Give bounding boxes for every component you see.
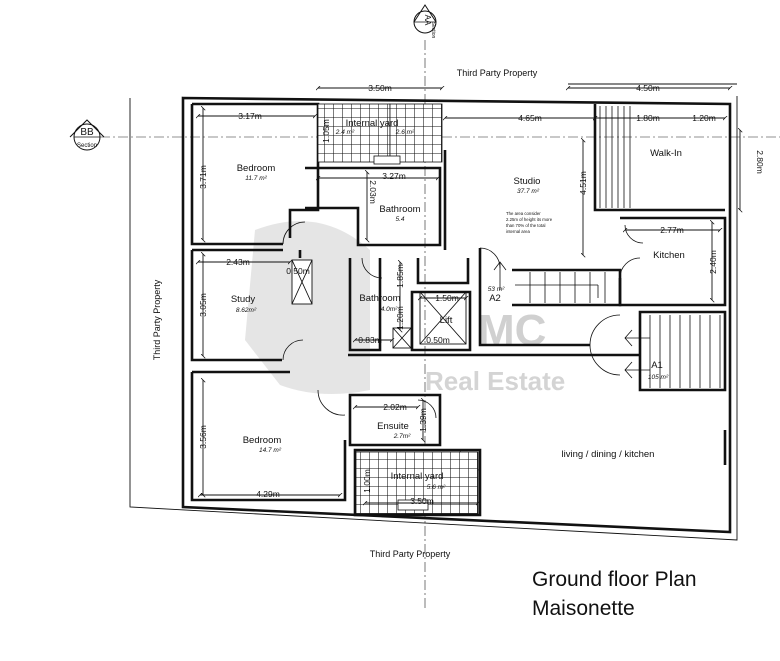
dim-label: 2.43m (226, 257, 250, 267)
room-lift-name: Lift (440, 315, 453, 326)
room-study-name: Study (231, 294, 256, 305)
dim-label: 4.50m (636, 83, 660, 93)
dim-label: 1.80m (636, 113, 660, 123)
room-bedroom-2-name: Bedroom (243, 435, 282, 446)
dim-label: 3.50m (368, 83, 392, 93)
dimension-labels: 3.50m 4.50m 3.17m 4.65m 1.80m 1.20m 2.80… (198, 83, 765, 506)
dim-label: 3.05m (198, 293, 208, 317)
section-aa-label: AA (423, 15, 432, 26)
stairs-walkin (599, 106, 631, 208)
site-boundary (129, 83, 738, 541)
dimension-lines (198, 88, 740, 503)
watermark-text: Real Estate (425, 366, 565, 396)
room-bedroom-1-name: Bedroom (237, 163, 276, 174)
room-walkin-name: Walk-In (650, 148, 682, 159)
dim-label: 1.39m (418, 408, 428, 432)
room-a1-area: 105 m² (648, 374, 669, 381)
dim-label: 1.50m (435, 293, 459, 303)
dim-label: 3.71m (198, 165, 208, 189)
plan-title: Ground floor Plan Maisonette (532, 565, 697, 623)
room-bathroom-2-name: Bathroom (359, 293, 400, 304)
room-studio-name: Studio (514, 176, 541, 187)
room-bathroom-1-area: 5.4 (395, 216, 404, 223)
dim-label: 3.27m (382, 171, 406, 181)
watermark-logo: MC Real Estate (245, 221, 565, 396)
dim-label: 3.56m (198, 425, 208, 449)
dim-label: 3.50m (410, 496, 434, 506)
room-internal-yard-1-area-a: 2.4 m² (335, 129, 355, 136)
plan-title-line-1: Ground floor Plan (532, 568, 697, 591)
dim-label: 2.77m (660, 225, 684, 235)
dim-label: 1.20m (692, 113, 716, 123)
section-marker-aa: AA Section (413, 4, 437, 39)
studio-note-line: than 70% of the total (506, 223, 545, 228)
dim-label: 0.50m (426, 335, 450, 345)
dim-label: 3.17m (238, 111, 262, 121)
service-shafts (291, 259, 467, 349)
room-a2-area: 53 m² (488, 286, 505, 293)
dim-label: 2.80m (755, 150, 765, 174)
room-internal-yard-2-name: Internal yard (391, 471, 444, 482)
studio-note-line: 2.25m of height its more (506, 217, 553, 222)
plan-title-line-2: Maisonette (532, 597, 635, 620)
third-party-left-label: Third Party Property (152, 279, 162, 360)
dim-label: 0.50m (286, 266, 310, 276)
internal-yard-1 (317, 103, 443, 165)
room-ensuite-name: Ensuite (377, 421, 409, 432)
room-study-area: 8.62m² (236, 307, 257, 314)
room-internal-yard-1-area-b: 2.6 m² (395, 129, 415, 136)
room-internal-yard-1-name: Internal yard (346, 118, 399, 129)
room-bedroom-1-area: 11.7 m² (245, 175, 267, 182)
room-a1-name: A1 (651, 360, 663, 371)
room-bathroom-2-area: 4.0m² (381, 306, 398, 313)
room-a2-name: A2 (489, 293, 501, 304)
room-studio-area: 37.7 m² (517, 188, 540, 195)
dim-label: 4.65m (518, 113, 542, 123)
dim-label: 2.40m (708, 250, 718, 274)
room-kitchen-name: Kitchen (653, 250, 685, 261)
section-marker-bb: BB Section (69, 119, 105, 151)
room-labels: Bedroom 11.7 m² Internal yard 2.4 m² 2.6… (231, 118, 685, 491)
room-internal-yard-2-area: 5.6 m² (427, 484, 446, 491)
studio-note-line: internal area (506, 229, 530, 234)
watermark-logo-text: MC (478, 306, 546, 355)
room-bathroom-1-name: Bathroom (379, 204, 420, 215)
third-party-bottom-label: Third Party Property (370, 549, 451, 559)
dim-label: 4.51m (578, 171, 588, 195)
dim-label: 1.85m (395, 264, 405, 288)
section-bb-word: Section (77, 143, 97, 149)
dim-label: 1.20m (395, 306, 405, 330)
dim-label: 2.03m (368, 180, 378, 204)
dim-label: 4.29m (256, 489, 280, 499)
stairs-a1 (624, 315, 721, 388)
section-bb-label: BB (80, 127, 94, 138)
dim-label: 1.00m (362, 469, 372, 493)
room-living-name: living / dining / kitchen (562, 449, 655, 460)
room-bedroom-2-area: 14.7 m² (259, 447, 282, 454)
studio-note-line: The area consider (506, 211, 541, 216)
outer-walls (181, 96, 732, 534)
section-aa-word: Section (430, 22, 436, 39)
dim-label: 0.83m (358, 335, 382, 345)
dim-label: 2.02m (383, 402, 407, 412)
stairs-a2 (493, 261, 606, 303)
room-ensuite-area: 2.7m² (393, 433, 411, 440)
dim-label: 1.05m (321, 119, 331, 143)
third-party-top-label: Third Party Property (457, 68, 538, 78)
